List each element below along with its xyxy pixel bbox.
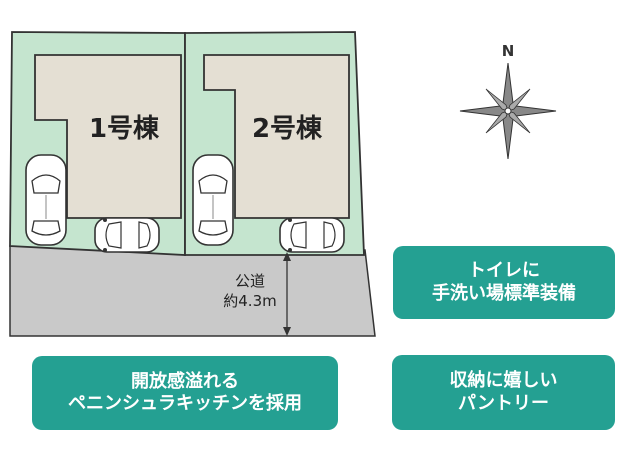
feature-badge-storage: 収納に嬉しい パントリー [392, 355, 615, 430]
lot-2-house-footprint [203, 54, 350, 219]
lot-1-house-footprint [34, 54, 182, 219]
road-label: 公道 [235, 272, 265, 290]
feature-badge-toilet-line1: トイレに [468, 260, 540, 281]
feature-badge-kitchen-line2: ペニンシュラキッチンを採用 [68, 393, 302, 414]
car-icon [25, 154, 67, 246]
lot-2-label: 2号棟 [252, 114, 323, 144]
road-width-label: 約4.3m [223, 292, 276, 310]
feature-badge-storage-line2: パントリー [458, 392, 549, 414]
car-icon [94, 217, 160, 253]
car-icon [192, 154, 234, 246]
compass-north-label: N [502, 42, 515, 60]
feature-badge-kitchen-line1: 開放感溢れる [131, 370, 239, 392]
public-road [9, 245, 376, 337]
road-width-dimension [283, 252, 291, 336]
car-icon [279, 217, 345, 253]
compass-rose-icon [459, 62, 557, 160]
feature-badge-storage-line1: 収納に嬉しい [449, 370, 558, 391]
lot-1-label: 1号棟 [89, 114, 160, 144]
feature-badge-toilet-line2: 手洗い場標準装備 [432, 282, 576, 304]
feature-badge-kitchen: 開放感溢れる ペニンシュラキッチンを採用 [32, 356, 338, 430]
feature-badge-toilet: トイレに 手洗い場標準装備 [393, 246, 615, 319]
